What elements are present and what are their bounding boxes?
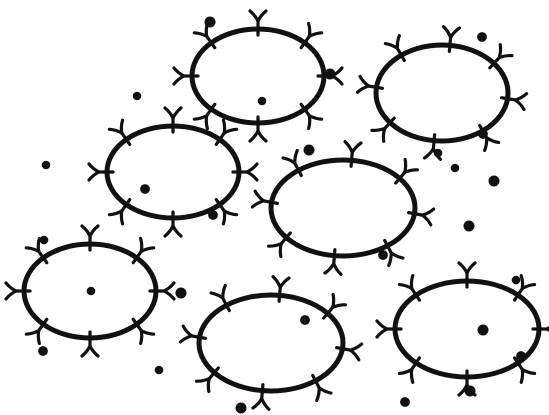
free-molecule-dot xyxy=(304,145,315,156)
cell-ring xyxy=(357,27,526,160)
free-molecule-dot xyxy=(258,97,267,106)
free-molecule-dot xyxy=(140,184,150,194)
free-molecule-dot xyxy=(478,129,488,139)
free-molecule-dot xyxy=(477,32,487,42)
membrane-ellipse xyxy=(199,295,343,391)
free-molecule-dot xyxy=(400,397,410,407)
membrane-ellipse xyxy=(376,45,508,141)
free-molecule-dot xyxy=(205,17,216,28)
membrane-ellipse xyxy=(271,160,415,256)
free-molecule-dot xyxy=(38,346,48,356)
free-molecule-dot xyxy=(464,221,475,232)
free-molecule-dot xyxy=(434,149,443,158)
free-molecule-dot xyxy=(489,176,500,187)
cell-ring xyxy=(89,108,257,236)
free-molecule-dot xyxy=(300,315,310,325)
cell-ring xyxy=(180,277,361,410)
free-molecule-dot xyxy=(465,386,476,397)
free-molecule-dot xyxy=(478,325,489,336)
free-molecule-dot xyxy=(516,351,526,361)
free-molecule-dot xyxy=(236,403,247,414)
cell-ring xyxy=(377,263,549,395)
free-molecule-dot xyxy=(451,164,460,173)
free-molecule-dot xyxy=(512,276,521,285)
free-molecule-dot xyxy=(133,92,142,101)
cell-ring xyxy=(174,11,342,141)
free-molecule-dot xyxy=(378,250,388,260)
free-molecule-dot xyxy=(155,366,164,375)
free-molecule-dot xyxy=(42,161,51,170)
cell-ring xyxy=(252,142,433,275)
free-molecule-dot xyxy=(40,236,49,245)
free-molecule-dot xyxy=(325,69,336,80)
free-molecule-dot xyxy=(176,288,187,299)
rings-layer xyxy=(6,11,549,409)
free-molecule-dot xyxy=(208,210,218,220)
free-molecule-dot xyxy=(87,287,96,296)
